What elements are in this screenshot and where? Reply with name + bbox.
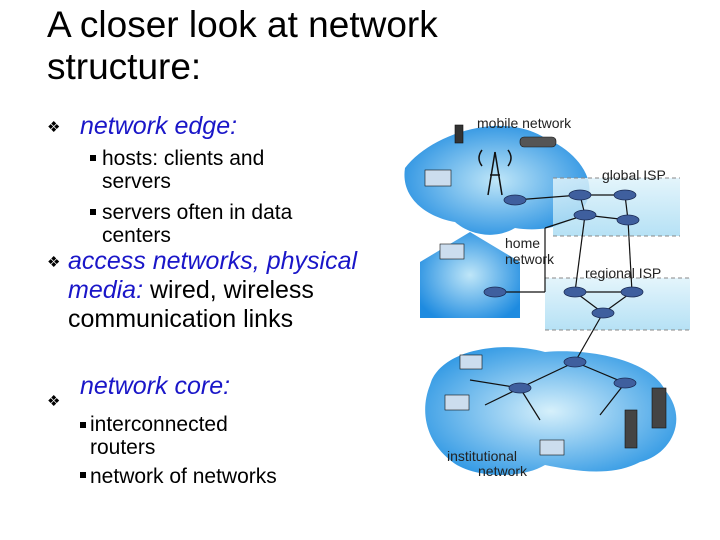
router-icon bbox=[508, 382, 532, 394]
label-home-network-1: home bbox=[505, 235, 541, 251]
sub-bullet-square-icon bbox=[90, 209, 96, 215]
router-icon bbox=[620, 286, 644, 298]
wired-wireless-text: wired, wireless communication links bbox=[68, 276, 314, 333]
router-icon bbox=[568, 189, 592, 201]
global-isp-region bbox=[553, 178, 680, 236]
bullet-network-edge: network edge: bbox=[80, 112, 238, 140]
router-icon bbox=[573, 209, 597, 221]
sub-bullet-hosts: hosts: clients and servers bbox=[102, 147, 265, 193]
car-icon bbox=[519, 136, 557, 148]
phone-icon bbox=[454, 124, 464, 144]
label-home-network-2: network bbox=[505, 251, 555, 267]
bullet-diamond-icon: ❖ bbox=[47, 393, 61, 410]
physical-media-text: physical media: bbox=[68, 247, 358, 304]
bullet-access-networks: access networks, physical media: wired, … bbox=[68, 247, 368, 334]
label-global-isp: global ISP bbox=[602, 167, 666, 183]
bullet-diamond-icon: ❖ bbox=[47, 119, 61, 136]
laptop-icon bbox=[539, 439, 565, 456]
server-rack-icon bbox=[624, 409, 638, 449]
access-networks-text: access networks, bbox=[68, 247, 260, 275]
institutional-network-cloud bbox=[425, 347, 677, 476]
bullet-diamond-icon: ❖ bbox=[47, 254, 61, 271]
label-regional-isp: regional ISP bbox=[585, 265, 662, 281]
server-rack-icon bbox=[651, 387, 667, 429]
sub-bullet-square-icon bbox=[90, 155, 96, 161]
label-mobile-network: mobile network bbox=[477, 115, 572, 131]
router-icon bbox=[591, 307, 615, 319]
router-icon bbox=[563, 286, 587, 298]
sub-bullet-routers: interconnected routers bbox=[90, 413, 228, 459]
laptop-icon bbox=[439, 243, 465, 260]
regional-isp-region bbox=[545, 278, 690, 330]
laptop-icon bbox=[444, 394, 470, 411]
cell-tower-icon bbox=[478, 149, 512, 196]
label-institutional-2: network bbox=[478, 463, 528, 479]
mobile-network-cloud bbox=[404, 125, 590, 235]
label-institutional-1: institutional bbox=[447, 448, 518, 464]
router-icon bbox=[563, 356, 587, 368]
hosts bbox=[424, 124, 667, 456]
router-icon bbox=[616, 214, 640, 226]
laptop-icon bbox=[459, 354, 483, 370]
routers bbox=[483, 189, 644, 394]
sub-bullet-servers: servers often in data centers bbox=[102, 201, 293, 247]
sub-bullet-square-icon bbox=[80, 472, 86, 478]
sub-bullet-network-of-networks: network of networks bbox=[90, 465, 277, 488]
router-icon bbox=[483, 286, 507, 298]
slide-title: A closer look at network structure: bbox=[47, 4, 438, 87]
laptop-icon bbox=[424, 169, 452, 187]
bullet-network-core: network core: bbox=[80, 372, 231, 400]
router-icon bbox=[503, 194, 527, 206]
router-icon bbox=[613, 189, 637, 201]
sub-bullet-square-icon bbox=[80, 422, 86, 428]
router-icon bbox=[613, 377, 637, 389]
